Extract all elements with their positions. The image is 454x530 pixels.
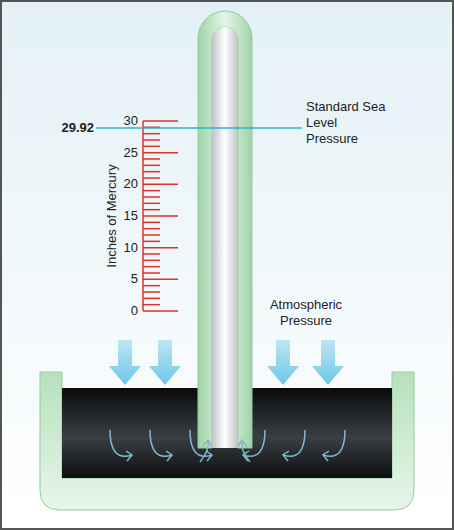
scale-number: 5 [105, 271, 138, 287]
flow-arrows [110, 430, 345, 462]
callout-label: Atmospheric Pressure [250, 297, 362, 329]
inch-scale [143, 121, 178, 311]
pressure-value: 29.92 [46, 120, 94, 136]
scale-number: 25 [105, 145, 138, 161]
axis-title: Inches of Mercury [104, 146, 120, 286]
scale-number: 30 [105, 113, 138, 129]
scale-number: 0 [105, 303, 138, 319]
callout-label: Standard Sea Level Pressure [306, 99, 388, 147]
pressure-arrows [109, 340, 344, 385]
